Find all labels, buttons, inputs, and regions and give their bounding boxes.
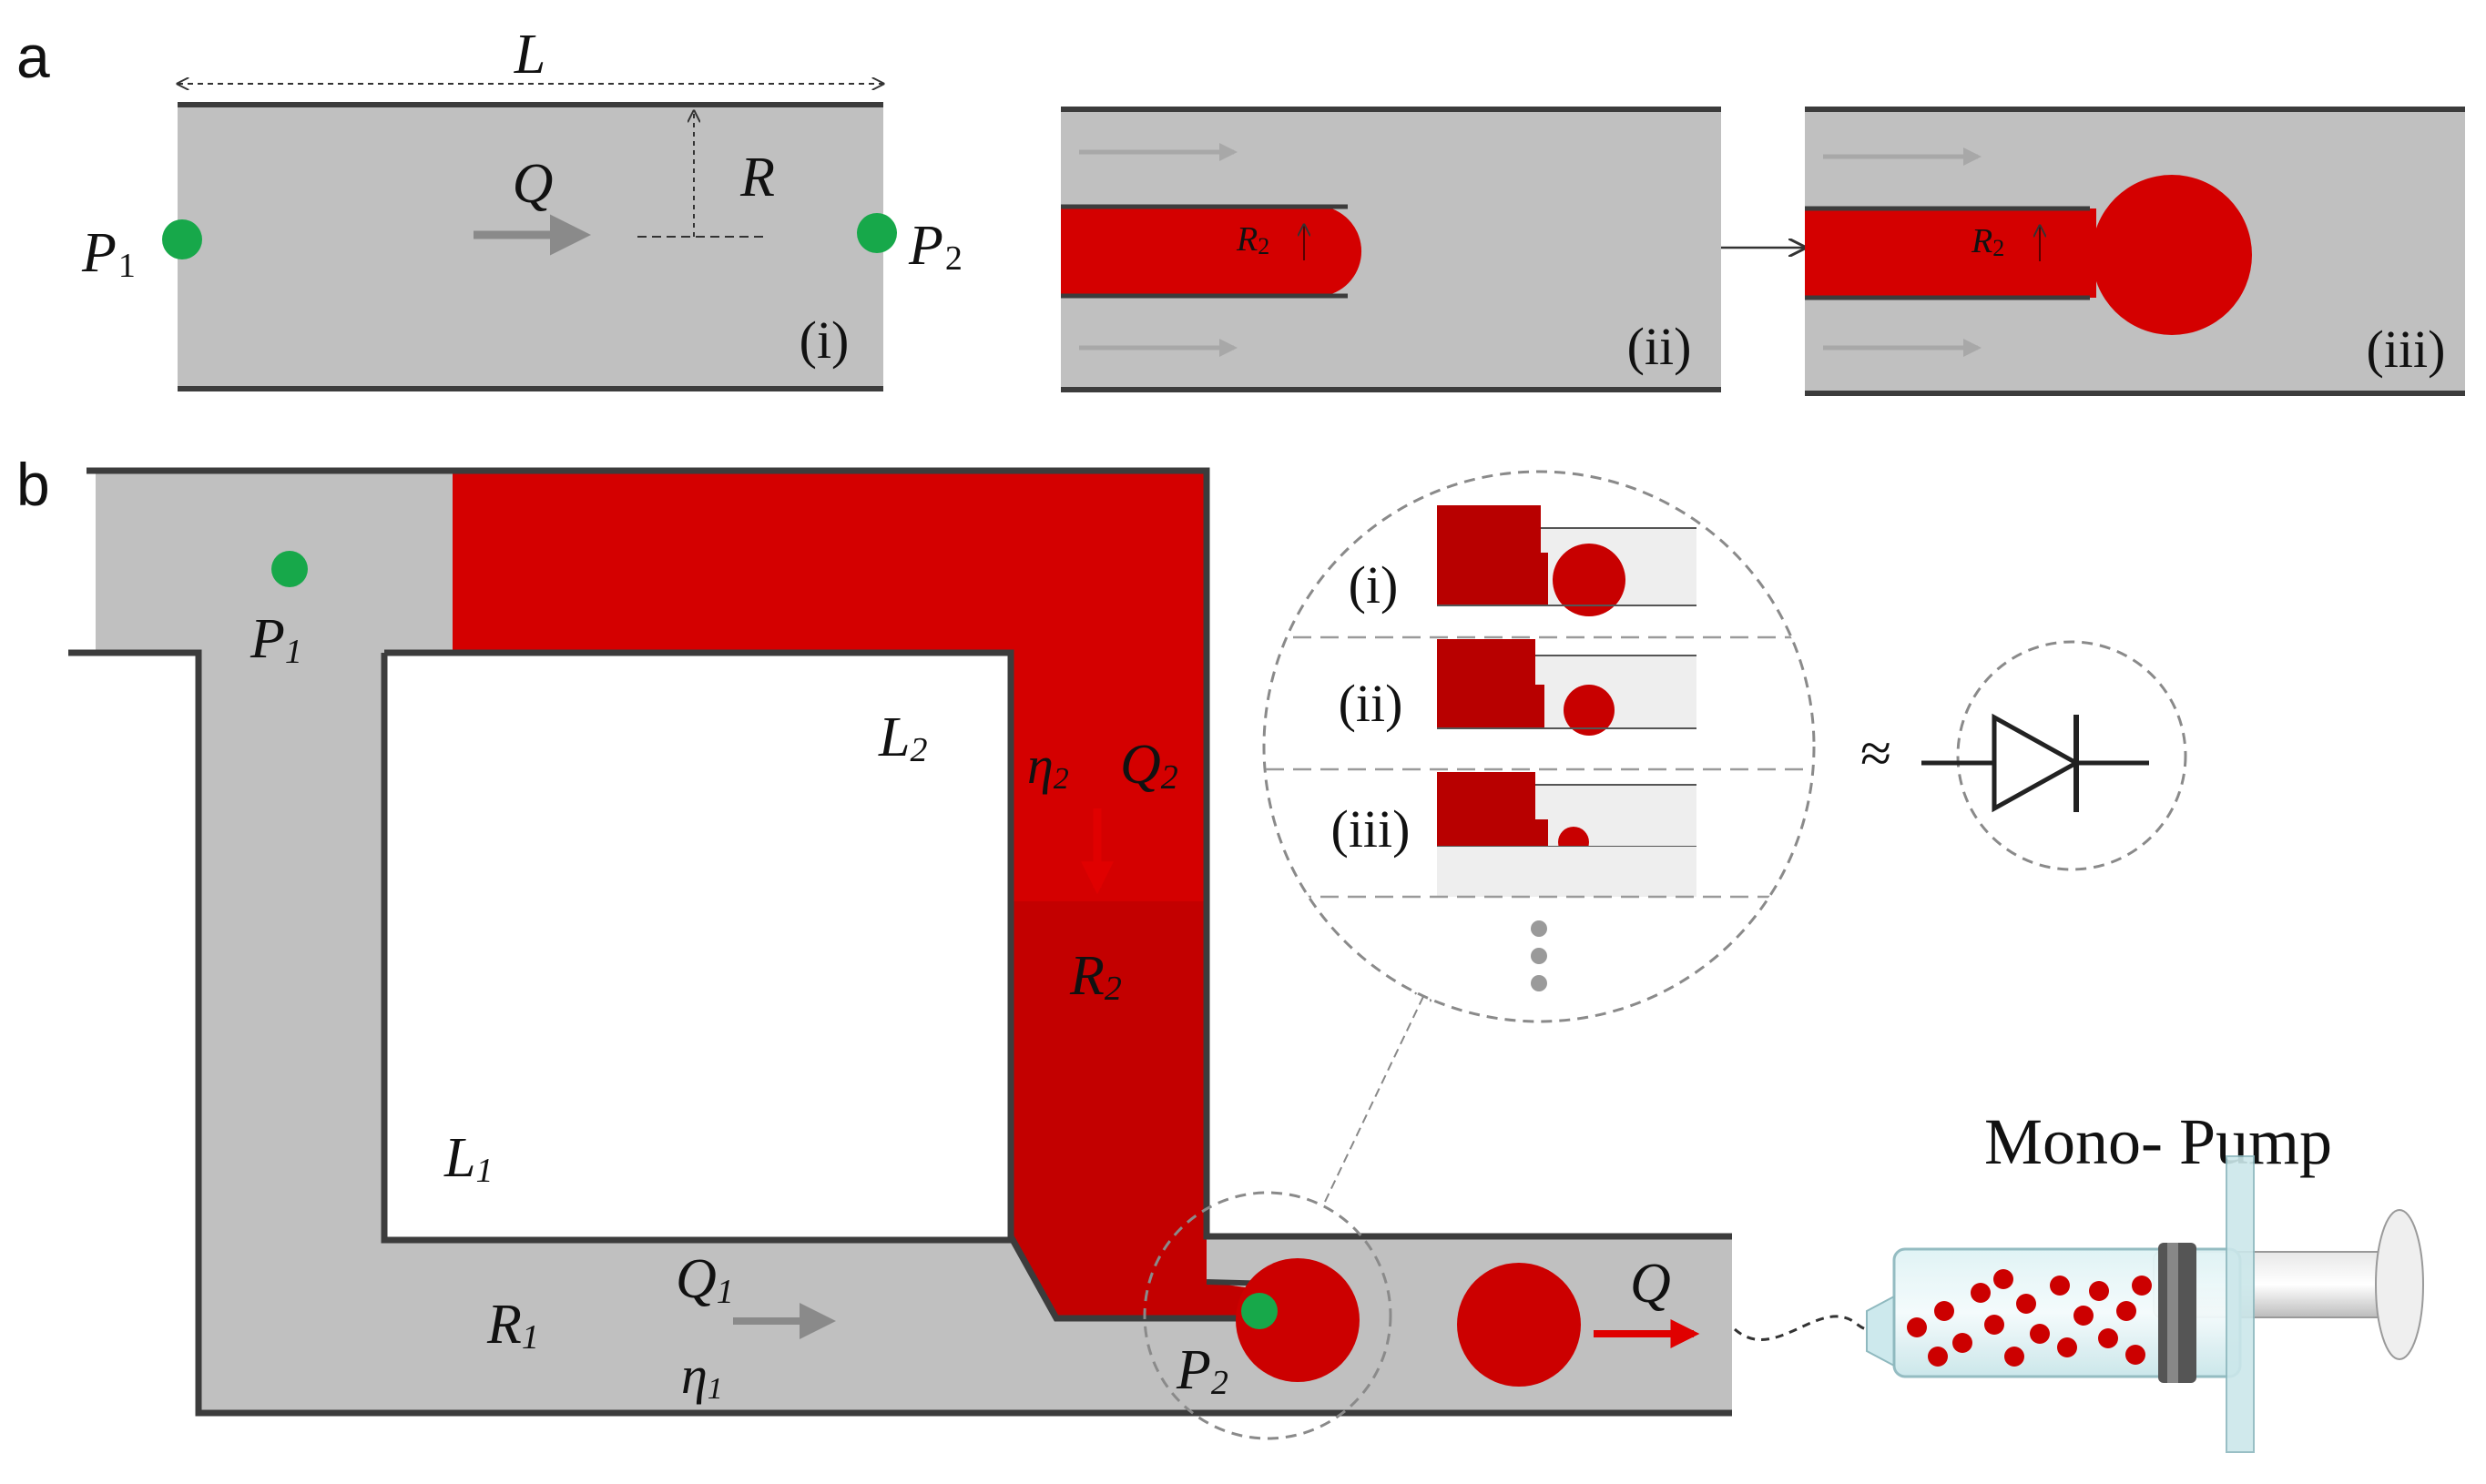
panel-b-label: b bbox=[16, 451, 50, 518]
panel-a-iii: R2 (iii) bbox=[1805, 107, 2465, 396]
eta2-label: η2 bbox=[1027, 736, 1069, 796]
zoom-fluid-i bbox=[1437, 505, 1548, 605]
eta1-label: η1 bbox=[681, 1346, 723, 1406]
l1-label: L1 bbox=[443, 1127, 493, 1190]
pressure-node-2 bbox=[1241, 1293, 1278, 1329]
zoom-droplet-ii bbox=[1564, 685, 1615, 736]
q2-label: Q2 bbox=[1120, 734, 1178, 797]
zoom-droplet-i bbox=[1553, 544, 1625, 616]
ellipsis-dot bbox=[1531, 948, 1547, 964]
panel-b-network: P1 L2 η2 Q2 R2 L1 R1 Q1 η1 P2 Q bbox=[68, 467, 1732, 1440]
q1-label: Q1 bbox=[676, 1248, 734, 1311]
p2-label: P2 bbox=[908, 215, 963, 278]
panel-a-ii: R2 (ii) bbox=[1061, 107, 1721, 392]
red-droplet bbox=[2092, 175, 2252, 335]
zoom-fluid-iii bbox=[1437, 772, 1548, 847]
p1-label: P1 bbox=[250, 608, 302, 671]
plunger-thumb bbox=[2375, 1209, 2424, 1360]
approx-symbol: ≈ bbox=[1860, 723, 1891, 785]
r2-label: R2 bbox=[1069, 945, 1122, 1008]
zoom-inset: (i) (ii) (iii) bbox=[1262, 470, 1816, 1023]
diode-circle bbox=[1956, 640, 2187, 871]
outer-wall-bottom bbox=[68, 649, 1732, 1417]
tag-i: (i) bbox=[800, 310, 850, 370]
pressure-node-1 bbox=[271, 551, 308, 587]
panel-a-label: a bbox=[16, 23, 50, 90]
syringe-droplets bbox=[1907, 1269, 2152, 1367]
diode-triangle bbox=[1992, 713, 2082, 813]
zoom-tag-ii: (ii) bbox=[1339, 674, 1403, 733]
r2-label: R2 bbox=[1236, 220, 1269, 259]
ellipsis-dot bbox=[1531, 975, 1547, 991]
droplet-released bbox=[1457, 1263, 1581, 1387]
magnifier-circle bbox=[1143, 1191, 1392, 1440]
plunger-seal-highlight bbox=[2167, 1243, 2178, 1383]
red-fluid-finger bbox=[1061, 207, 1362, 296]
r2-label: R2 bbox=[1971, 222, 2004, 261]
channel-body bbox=[178, 105, 883, 389]
q-out-label: Q bbox=[1630, 1253, 1671, 1315]
finger-flange bbox=[2226, 1155, 2255, 1453]
panel-a-i: L R Q P1 P2 (i) bbox=[81, 24, 963, 391]
length-label: L bbox=[514, 24, 545, 86]
inner-block bbox=[384, 653, 1011, 1240]
tag-ii: (ii) bbox=[1627, 317, 1692, 376]
zoom-tag-iii: (iii) bbox=[1331, 799, 1411, 859]
tag-iii: (iii) bbox=[2367, 320, 2446, 379]
p2-label: P2 bbox=[1176, 1339, 1228, 1402]
radius-label: R bbox=[739, 147, 775, 208]
zoom-tag-i: (i) bbox=[1349, 555, 1399, 615]
syringe-pump-icon bbox=[1866, 1155, 2424, 1453]
zoom-channel-iv bbox=[1437, 847, 1696, 897]
r1-label: R1 bbox=[486, 1294, 539, 1357]
pressure-node-2 bbox=[857, 213, 897, 253]
l2-label: L2 bbox=[878, 706, 927, 769]
tubing bbox=[1734, 1315, 1895, 1341]
flow-label: Q bbox=[513, 153, 554, 215]
pressure-node-1 bbox=[162, 219, 202, 259]
droplet-forming bbox=[1236, 1258, 1360, 1382]
diode-icon bbox=[1921, 640, 2187, 871]
p1-label: P1 bbox=[81, 222, 136, 285]
red-fluid-inlet bbox=[1805, 208, 2096, 298]
inner-block-wall-bottom bbox=[381, 653, 1011, 1244]
zoom-fluid-ii bbox=[1437, 639, 1544, 728]
inner-block-wall bbox=[384, 649, 1270, 1322]
outer-wall-top bbox=[87, 467, 1732, 1240]
ellipsis-dot bbox=[1531, 920, 1547, 937]
pump-label: Mono- Pump bbox=[1984, 1105, 2332, 1178]
magnifier-leader bbox=[1324, 983, 1430, 1203]
syringe-nozzle bbox=[1866, 1295, 1895, 1367]
